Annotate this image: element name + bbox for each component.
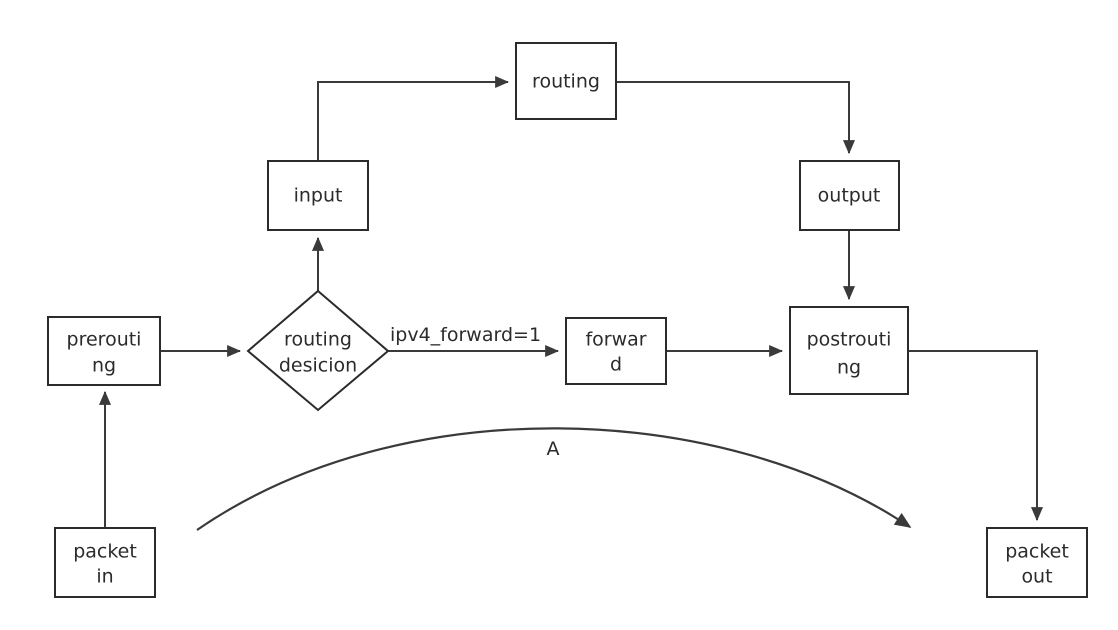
- edge-curve-a: [196, 427, 912, 531]
- node-packet-out-label-line1: packet: [1005, 541, 1069, 563]
- node-packet-out-label-line2: out: [1021, 566, 1052, 588]
- node-input[interactable]: input: [267, 160, 369, 231]
- node-routing-decision-label-line1: routing: [284, 329, 352, 351]
- node-output-label: output: [818, 185, 881, 207]
- node-prerouting-label-line1: prerouti: [67, 329, 142, 351]
- node-input-label: input: [294, 185, 343, 207]
- node-packet-in-label-line1: packet: [73, 541, 137, 563]
- node-packet-in-label-line2: in: [96, 566, 113, 588]
- node-forward-label-line2: d: [610, 354, 622, 376]
- node-postrouting-label-line1: postrouti: [807, 329, 892, 351]
- node-routing-decision[interactable]: routing desicion: [246, 289, 390, 412]
- node-output[interactable]: output: [799, 160, 900, 231]
- node-routing[interactable]: routing: [515, 42, 617, 120]
- node-packet-in[interactable]: packet in: [54, 527, 156, 598]
- edge-label-curve-a: A: [547, 438, 560, 460]
- node-forward-label-line1: forwar: [585, 329, 646, 351]
- edge-routing-to-output: [616, 81, 856, 155]
- edge-postrouting-to-packet-out: [908, 350, 1044, 522]
- node-packet-out[interactable]: packet out: [986, 527, 1088, 598]
- node-routing-label: routing: [532, 71, 600, 93]
- node-postrouting-label-line2: ng: [837, 357, 861, 379]
- node-postrouting[interactable]: postrouti ng: [789, 306, 909, 395]
- node-forward[interactable]: forwar d: [565, 317, 667, 385]
- node-prerouting-label-line2: ng: [92, 355, 116, 377]
- edge-input-to-routing: [317, 75, 510, 161]
- edge-label-ipv4-forward: ipv4_forward=1: [390, 324, 541, 346]
- node-prerouting[interactable]: prerouti ng: [47, 316, 161, 386]
- node-routing-decision-label-line2: desicion: [279, 355, 357, 377]
